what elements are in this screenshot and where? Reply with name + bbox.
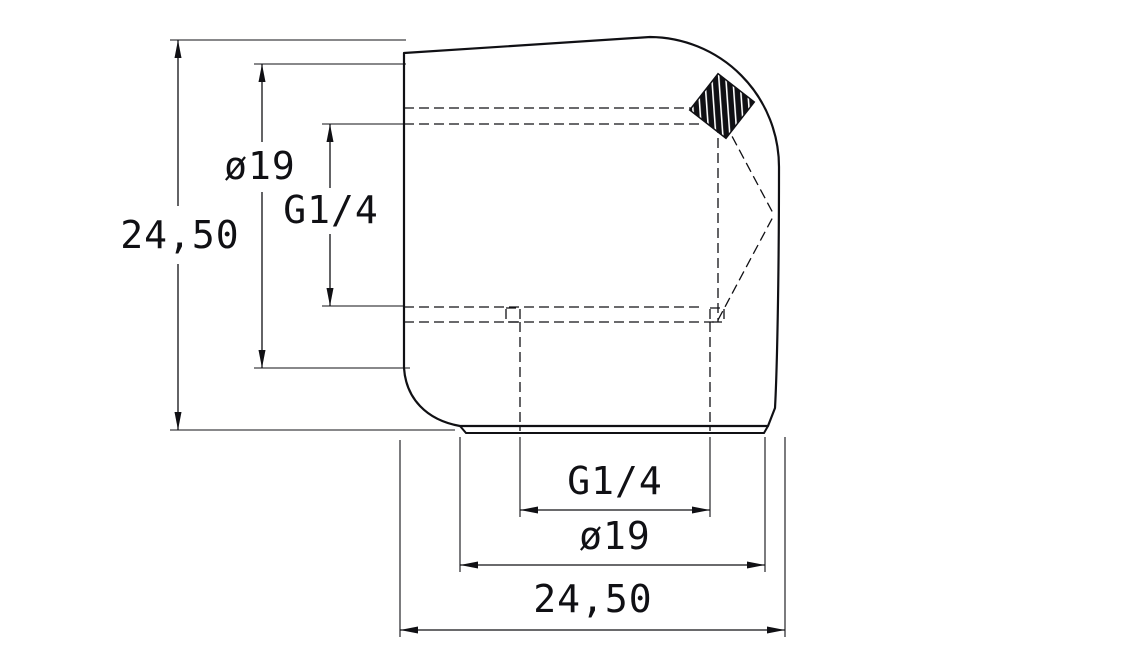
arrowhead-right	[692, 506, 710, 514]
arrowhead-down	[258, 350, 266, 368]
arrowhead-up	[174, 40, 182, 58]
hidden-bore-lines	[404, 107, 775, 431]
dim-overall-height: 24,50	[120, 39, 455, 431]
dim-label-bottom-diameter: ø19	[579, 514, 651, 558]
dim-bottom-thread: G1/4	[519, 437, 711, 517]
dim-label-overall-width: 24,50	[533, 577, 652, 621]
body-outline	[402, 35, 781, 428]
arrowhead-left	[400, 626, 418, 634]
dim-overall-width: 24,50	[399, 437, 786, 637]
arrowhead-down	[326, 288, 334, 306]
dim-label-overall-height: 24,50	[120, 213, 239, 257]
manufacturer-stamp-icon	[688, 72, 756, 140]
dim-left-diameter: ø19	[224, 63, 410, 369]
arrowhead-up	[258, 64, 266, 82]
arrowhead-down	[174, 412, 182, 430]
bottom-bore-relief-right	[709, 307, 725, 323]
arrowhead-right	[767, 626, 785, 634]
left-bore-cone-lower	[717, 214, 775, 321]
dim-bottom-diameter: ø19	[459, 437, 766, 572]
part-outline	[402, 35, 781, 434]
bottom-face-edge	[459, 425, 769, 434]
arrowhead-left	[520, 506, 538, 514]
bottom-bore-relief-left	[505, 307, 521, 323]
arrowhead-right	[747, 561, 765, 569]
dim-label-left-thread: G1/4	[283, 188, 379, 232]
dim-label-bottom-thread: G1/4	[567, 459, 663, 503]
dim-left-thread: G1/4	[283, 123, 404, 307]
dim-label-left-diameter: ø19	[224, 144, 296, 188]
arrowhead-left	[460, 561, 478, 569]
arrowhead-up	[326, 124, 334, 142]
